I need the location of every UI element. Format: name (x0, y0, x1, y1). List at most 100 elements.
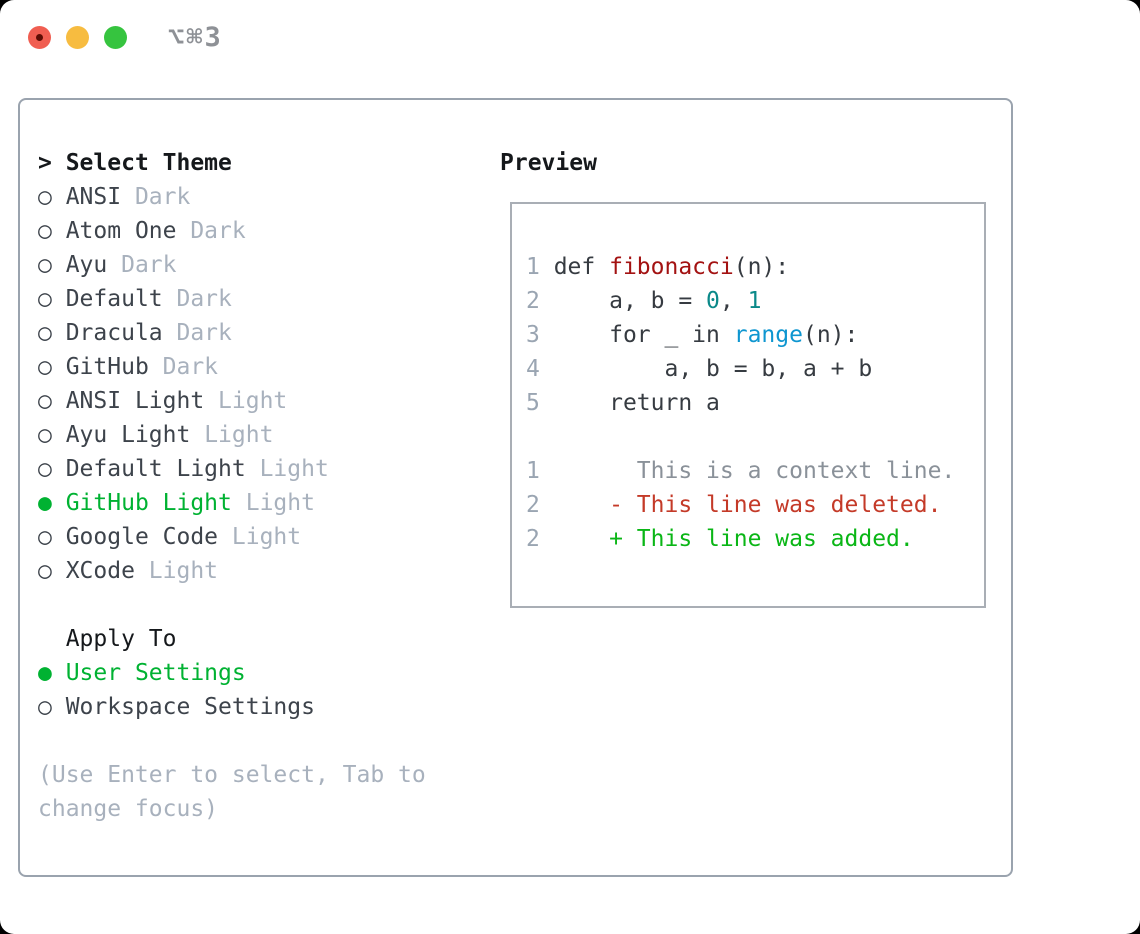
theme-option-ayu[interactable]: ○ Ayu Dark (38, 248, 426, 282)
apply-to-header: Apply To (38, 622, 426, 656)
token-code: , (719, 288, 748, 314)
unsaved-dot-icon (36, 34, 43, 41)
apply-to-header-label: Apply To (38, 626, 177, 652)
minimize-button[interactable] (66, 26, 89, 49)
diff-line: 2 + This line was added. (526, 522, 984, 556)
theme-option-label: Google Code (65, 524, 232, 550)
line-number: 2 (526, 492, 554, 518)
code-line: 3 for _ in range(n): (526, 318, 984, 352)
theme-option-label: Ayu (65, 252, 122, 278)
theme-option-ayu-light[interactable]: ○ Ayu Light Light (38, 418, 426, 452)
theme-picker-panel: > Select Theme○ ANSI Dark○ Atom One Dark… (18, 98, 1013, 877)
theme-option-label: GitHub (65, 354, 163, 380)
maximize-button[interactable] (104, 26, 127, 49)
help-text-line-2: change focus) (38, 796, 219, 822)
line-number: 1 (526, 458, 554, 484)
code-line: 1 def fibonacci(n): (526, 250, 984, 284)
radio-unselected-icon: ○ (38, 218, 66, 244)
theme-option-label: Dracula (65, 320, 177, 346)
theme-option-google-code[interactable]: ○ Google Code Light (38, 520, 426, 554)
theme-option-label: XCode (65, 558, 149, 584)
token-code: a, b = (553, 288, 707, 314)
apply-option-label: User Settings (65, 660, 246, 686)
theme-variant-label: Light (245, 490, 315, 516)
prompt-icon: > (38, 150, 66, 176)
theme-option-label: GitHub Light (65, 490, 246, 516)
theme-option-ansi-light[interactable]: ○ ANSI Light Light (38, 384, 426, 418)
theme-option-default[interactable]: ○ Default Dark (38, 282, 426, 316)
theme-option-label: ANSI Light (65, 388, 219, 414)
token-context: This is a context line. (553, 458, 956, 484)
theme-list-header-label: Select Theme (65, 150, 232, 176)
theme-variant-label: Dark (134, 184, 191, 210)
apply-option-user-settings[interactable]: ● User Settings (38, 656, 426, 690)
token-builtin: range (733, 322, 803, 348)
theme-variant-label: Dark (176, 286, 232, 312)
theme-option-ansi[interactable]: ○ ANSI Dark (38, 180, 426, 214)
theme-variant-label: Dark (162, 354, 219, 380)
line-number: 2 (526, 288, 554, 314)
token-number: 0 (706, 288, 720, 314)
token-code: a, b = b, a + b (553, 356, 873, 382)
theme-variant-label: Light (259, 456, 329, 482)
theme-option-github-light[interactable]: ● GitHub Light Light (38, 486, 426, 520)
token-code: (n): (802, 322, 859, 348)
apply-option-workspace-settings[interactable]: ○ Workspace Settings (38, 690, 426, 724)
preview-blank-line (526, 216, 984, 250)
theme-option-atom-one[interactable]: ○ Atom One Dark (38, 214, 426, 248)
line-number: 2 (526, 526, 554, 552)
radio-unselected-icon: ○ (38, 354, 66, 380)
theme-option-label: Ayu Light (65, 422, 205, 448)
radio-unselected-icon: ○ (38, 422, 66, 448)
theme-option-label: Atom One (65, 218, 191, 244)
theme-variant-label: Light (148, 558, 219, 584)
theme-variant-label: Dark (176, 320, 232, 346)
theme-option-label: Default Light (65, 456, 260, 482)
close-button[interactable] (28, 26, 51, 49)
line-number: 5 (526, 390, 554, 416)
code-line: 2 a, b = 0, 1 (526, 284, 984, 318)
radio-selected-icon: ● (38, 660, 66, 686)
theme-variant-label: Dark (121, 252, 177, 278)
radio-unselected-icon: ○ (38, 184, 66, 210)
line-number: 1 (526, 254, 554, 280)
theme-variant-label: Light (231, 524, 302, 550)
spacer-row (38, 724, 426, 758)
radio-unselected-icon: ○ (38, 456, 66, 482)
radio-unselected-icon: ○ (38, 694, 66, 720)
theme-list-header: > Select Theme (38, 146, 426, 180)
token-addition: + This line was added. (553, 526, 914, 552)
theme-option-dracula[interactable]: ○ Dracula Dark (38, 316, 426, 350)
window-title: ⌥⌘3 (168, 22, 223, 53)
radio-unselected-icon: ○ (38, 286, 66, 312)
radio-unselected-icon: ○ (38, 558, 66, 584)
theme-list-column: > Select Theme○ ANSI Dark○ Atom One Dark… (38, 146, 426, 826)
diff-line: 1 This is a context line. (526, 454, 984, 488)
radio-unselected-icon: ○ (38, 320, 66, 346)
theme-option-github[interactable]: ○ GitHub Dark (38, 350, 426, 384)
radio-unselected-icon: ○ (38, 388, 66, 414)
diff-line: 2 - This line was deleted. (526, 488, 984, 522)
theme-option-xcode[interactable]: ○ XCode Light (38, 554, 426, 588)
token-code: def (553, 254, 610, 280)
radio-unselected-icon: ○ (38, 252, 66, 278)
theme-variant-label: Dark (190, 218, 246, 244)
theme-option-default-light[interactable]: ○ Default Light Light (38, 452, 426, 486)
token-deletion: - This line was deleted. (553, 492, 942, 518)
help-text-line-1: (Use Enter to select, Tab to (38, 762, 426, 788)
token-code: for _ in (553, 322, 734, 348)
token-code: (n): (733, 254, 790, 280)
token-number: 1 (747, 288, 762, 314)
preview-blank-line (526, 420, 984, 454)
line-number: 3 (526, 322, 554, 348)
titlebar (28, 26, 142, 49)
preview-header: Preview (500, 150, 597, 176)
spacer-row (38, 588, 426, 622)
theme-variant-label: Light (218, 388, 288, 414)
apply-option-label: Workspace Settings (65, 694, 315, 720)
radio-unselected-icon: ○ (38, 524, 66, 550)
code-line: 4 a, b = b, a + b (526, 352, 984, 386)
